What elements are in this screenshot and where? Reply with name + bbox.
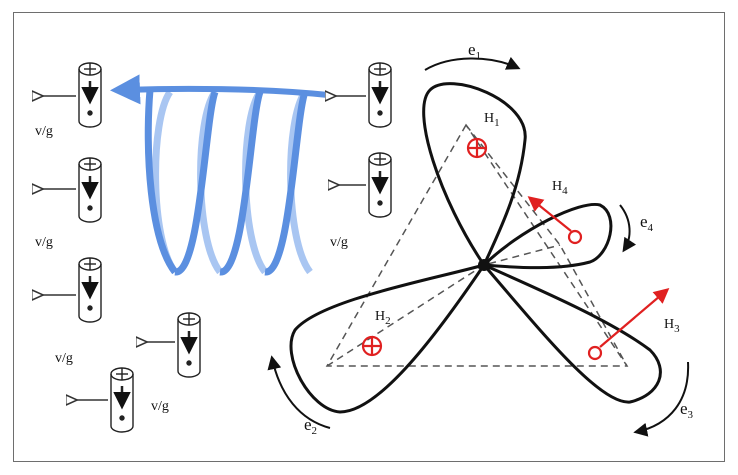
field-marker-H3 [587,345,603,361]
field-label-H3: H3 [664,317,680,335]
field-marker-H2 [361,335,383,357]
field-label-H4: H4 [552,179,568,197]
center-node [478,259,490,271]
coil-lead-arrow [110,74,329,105]
loop-label-e3: e3 [680,399,694,421]
particle-label-3: v/g [55,351,73,366]
particle-label-5: v/g [330,235,348,250]
loop-e3 [482,263,662,404]
coil-back-loops [152,89,313,275]
coil-front-loops [144,89,309,276]
particle-7 [368,152,392,218]
loop-figure: e1 e4 e2 e3 H1 H4 H2 H3 [267,40,694,437]
field-label-H2: H2 [375,309,391,327]
loop-label-e1: e1 [468,40,481,62]
field-markers [361,137,670,361]
field-vector-H3 [599,288,670,348]
circulation-arrow-e2 [267,355,331,429]
loop-outlines [289,82,662,414]
particle-label-4: v/g [151,399,169,414]
field-marker-H4 [567,229,583,245]
velocity-arrows [42,96,366,400]
particle-label-1: v/g [35,124,53,139]
circulation-arrow-e3 [633,361,690,437]
coil [110,74,329,276]
loop-e4 [480,202,613,270]
particle-4 [110,367,134,433]
loop-e2 [289,262,488,414]
loop-label-e2: e2 [304,415,317,437]
circulation-arrow-e1 [424,56,521,71]
particle-2 [78,157,102,223]
field-vector-H4 [527,196,572,232]
particle-group [78,62,392,433]
particle-label-2: v/g [35,235,53,250]
field-label-H1: H1 [484,111,500,129]
circulation-arrow-e4 [619,204,637,253]
particle-6 [368,62,392,128]
particle-3 [78,257,102,323]
particle-5 [177,312,201,378]
loop-label-e4: e4 [640,212,654,234]
particle-1 [78,62,102,128]
loop-e1 [422,82,527,269]
field-marker-H1 [466,137,488,159]
particle-labels: v/g v/g v/g v/g v/g [35,124,348,414]
